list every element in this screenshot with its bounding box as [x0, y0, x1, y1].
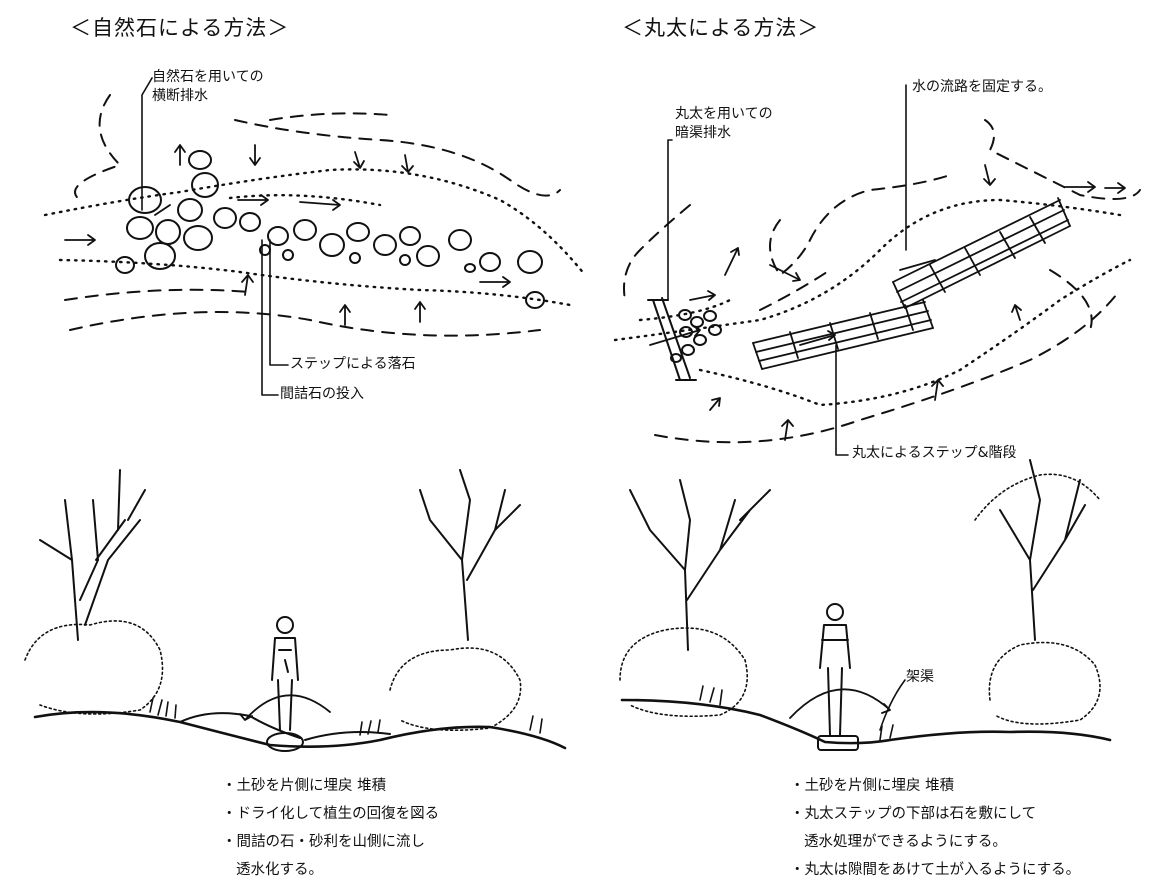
- left-note-1: 土砂を片側に埋戻 堆積: [222, 772, 439, 800]
- left-plan-sketch: [43, 77, 587, 396]
- left-title: ＜自然石による方法＞: [70, 16, 290, 40]
- left-note-2: ドライ化して植生の回復を図る: [222, 800, 440, 828]
- right-note-2: 丸太ステップの下部は石を敷にして: [790, 800, 1080, 828]
- left-notes: 土砂を片側に埋戻 堆積 ドライ化して植生の回復を図る 間詰の石・砂利を山側に流し…: [222, 772, 439, 884]
- right-plan-sketch: [613, 84, 1141, 456]
- callout-log-drain: 丸太を用いての 暗渠排水: [675, 106, 773, 141]
- left-note-3: 間詰の石・砂利を山側に流し: [222, 828, 439, 856]
- right-section-sketch: [619, 459, 1112, 751]
- callout-water-flow: 水の流路を固定する。: [912, 79, 1052, 95]
- right-note-1: 土砂を片側に埋戻 堆積: [790, 772, 1080, 800]
- callout-stone-channel: 自然石を用いての 横断排水: [152, 69, 264, 104]
- callout-log-steps: 丸太によるステップ&階段: [852, 445, 1017, 461]
- right-note-4: 丸太は隙間をあけて土が入るようにする。: [790, 856, 1081, 884]
- callout-step-drop: ステップによる落石: [290, 356, 416, 372]
- callout-bridge: 架渠: [906, 669, 934, 685]
- left-note-4: 透水化する。: [236, 862, 323, 878]
- right-note-3: 透水処理ができるようにする。: [804, 834, 1007, 850]
- left-section-sketch: [24, 469, 567, 752]
- right-title: ＜丸太による方法＞: [622, 16, 820, 40]
- right-notes: 土砂を片側に埋戻 堆積 丸太ステップの下部は石を敷にして 透水処理ができるように…: [790, 772, 1080, 884]
- callout-gap-stone: 間詰石の投入: [280, 386, 364, 402]
